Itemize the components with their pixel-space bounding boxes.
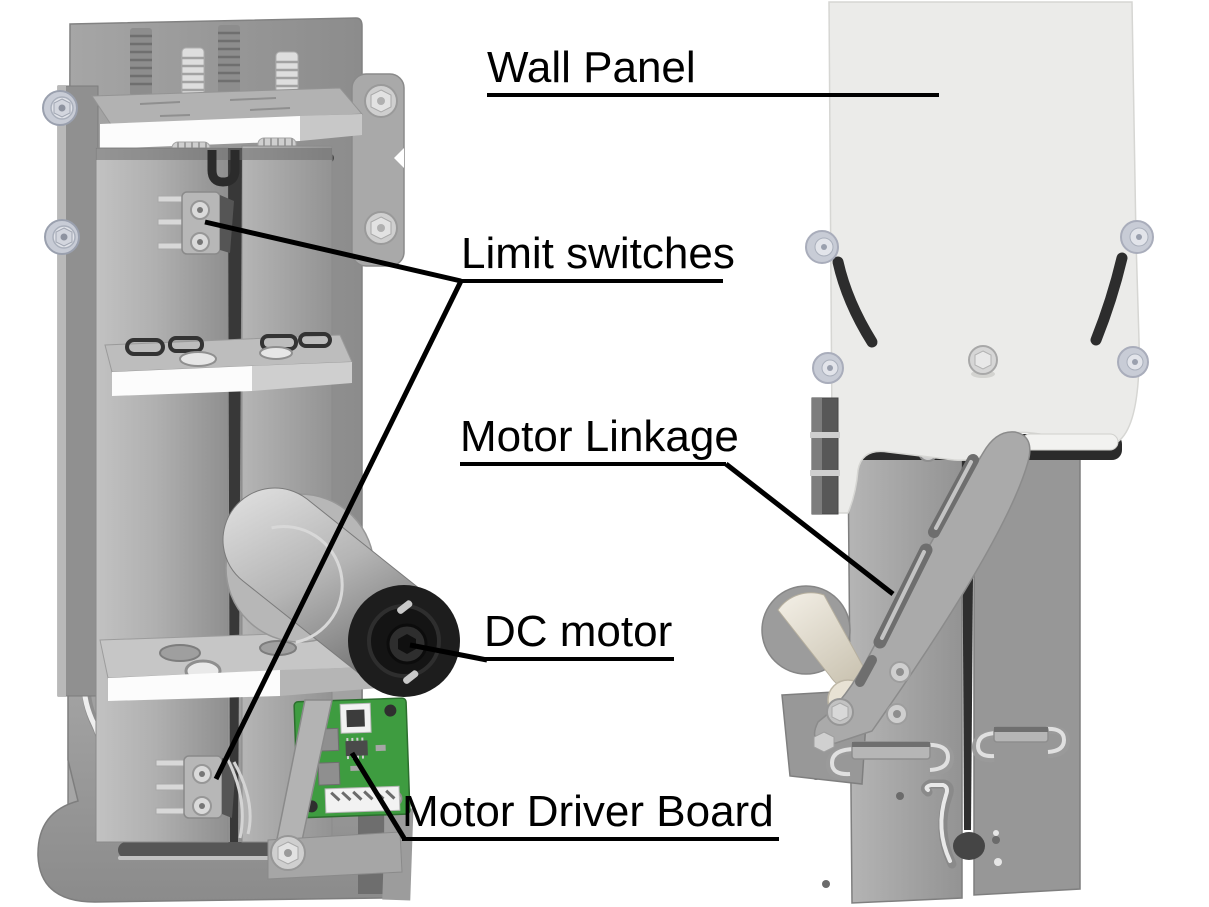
switch-spring-wires [226, 759, 252, 839]
motor-vent-top [397, 600, 413, 614]
mid-plate [104, 332, 353, 396]
label-limit-switches: Limit switches [461, 231, 735, 283]
motor-linkage-leader-line [724, 462, 895, 596]
leader-lines [204, 219, 895, 840]
label-motor-linkage: Motor Linkage [460, 414, 739, 466]
front-assembly-view [761, 1, 1154, 904]
panel-bolt [968, 345, 998, 378]
bracket-notch [394, 148, 404, 168]
lower-plate-front-edge [108, 670, 280, 701]
pcb-chip-2 [317, 761, 341, 786]
right-bolt-bracket [351, 73, 405, 267]
roller-top-left [805, 230, 839, 264]
hex-bolt-bottom-right [364, 211, 398, 245]
stud-rear-left [130, 28, 152, 96]
arm-slot-3 [855, 655, 877, 687]
roller-bottom-left [812, 352, 844, 384]
panel-slot-cut [1021, 433, 1119, 451]
lower-link-arm [267, 699, 403, 880]
limit-switch-upper-leader-line [204, 219, 462, 284]
rear-assembly-view [37, 17, 460, 903]
upper-limit-switch [157, 191, 234, 255]
dc-motor-rear [222, 487, 460, 697]
vertical-columns [95, 145, 333, 843]
label-dc-motor: DC motor [484, 609, 674, 661]
threaded-studs [130, 25, 299, 119]
roller-bottom-right [1117, 346, 1149, 378]
roller-top-right [1120, 220, 1154, 254]
guide-rail [810, 397, 840, 515]
guide-arm-left [832, 256, 878, 348]
roller-bolt-top-left [42, 90, 78, 126]
hook-wire [924, 783, 952, 863]
label-motor-driver-board: Motor Driver Board [402, 789, 779, 841]
hook-slot [207, 150, 240, 187]
roller-bolt-bottom-left [44, 219, 80, 255]
latch-clip-right [971, 725, 1071, 763]
latch-clips [825, 725, 1071, 781]
lower-limit-switch [155, 755, 252, 839]
dc-motor-leader-line [409, 642, 488, 663]
limit-switch-lower-leader-line [213, 279, 464, 781]
latch-clip-left [825, 741, 955, 781]
slot-keyhole [953, 832, 985, 860]
top-plate-front-edge [100, 116, 300, 149]
stud-rear-right [218, 25, 240, 95]
motor-driver-board-leader-line [349, 751, 407, 840]
hex-bolt-top-right [364, 84, 398, 118]
pcb-header-connector [324, 785, 401, 814]
panel-rollers [805, 220, 1154, 384]
arm-base-screw [813, 731, 835, 753]
motor-linkage-arm [813, 431, 1031, 753]
label-wall-panel: Wall Panel [487, 45, 939, 97]
motor-vent-bottom [403, 670, 419, 684]
mid-plate-front-edge [112, 366, 252, 396]
guide-arm-right [1090, 252, 1128, 346]
switch-lever [220, 195, 234, 253]
left-roller-bracket [42, 85, 99, 697]
